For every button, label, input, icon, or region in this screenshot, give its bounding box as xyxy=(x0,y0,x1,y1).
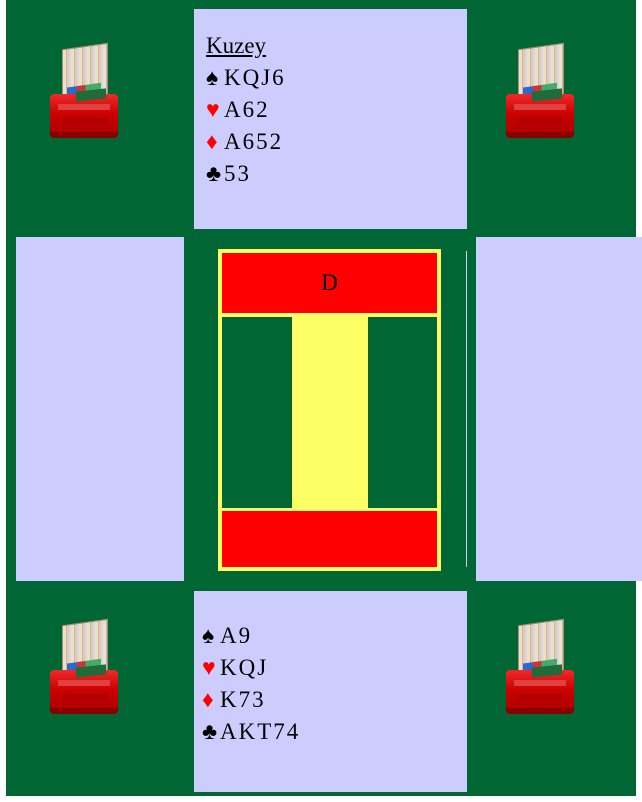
north-clubs: ♣53 xyxy=(206,158,467,190)
bridge-board-holder-icon xyxy=(502,46,578,142)
east-hand xyxy=(476,237,642,581)
bridge-board: D xyxy=(218,249,441,571)
board-center-segment xyxy=(292,317,368,508)
board-dealer-label: D xyxy=(222,253,437,313)
board-south-segment xyxy=(222,511,437,567)
club-icon: ♣ xyxy=(206,158,224,190)
diamond-icon: ♦ xyxy=(206,126,224,158)
spade-icon: ♠ xyxy=(206,62,224,94)
south-hand: ♠A9 ♥KQJ ♦K73 ♣AKT74 xyxy=(194,591,467,792)
north-player-name: Kuzey xyxy=(206,30,467,62)
club-icon: ♣ xyxy=(202,716,220,748)
north-diamonds: ♦A652 xyxy=(206,126,467,158)
heart-icon: ♥ xyxy=(202,652,220,684)
spade-icon: ♠ xyxy=(202,620,220,652)
north-hearts: ♥A62 xyxy=(206,94,467,126)
board-west-segment xyxy=(222,317,292,508)
divider-line xyxy=(466,251,467,567)
board-east-segment xyxy=(368,317,437,508)
west-hand xyxy=(16,237,184,581)
heart-icon: ♥ xyxy=(206,94,224,126)
north-hand: Kuzey ♠KQJ6 ♥A62 ♦A652 ♣53 xyxy=(194,9,467,229)
south-diamonds: ♦K73 xyxy=(202,684,467,716)
bridge-board-holder-icon xyxy=(502,622,578,718)
south-hearts: ♥KQJ xyxy=(202,652,467,684)
north-spades: ♠KQJ6 xyxy=(206,62,467,94)
diamond-icon: ♦ xyxy=(202,684,220,716)
south-clubs: ♣AKT74 xyxy=(202,716,467,748)
bridge-board-holder-icon xyxy=(46,46,122,142)
south-spades: ♠A9 xyxy=(202,620,467,652)
bridge-board-holder-icon xyxy=(46,622,122,718)
